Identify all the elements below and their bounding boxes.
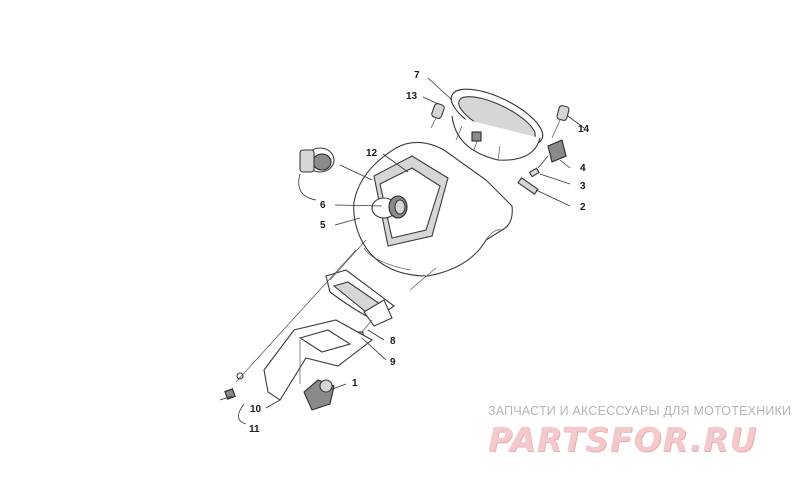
watermark-banner: ЗАПЧАСТИ И АКСЕССУАРЫ ДЛЯ МОТОТЕХНИКИ PA…	[488, 404, 792, 459]
callout-8: 8	[390, 336, 396, 347]
leader-lines	[235, 77, 585, 425]
part-3-fastener	[528, 167, 540, 178]
part-7-instrument-cluster	[450, 88, 544, 161]
watermark-logo: PARTSFOR.RU	[488, 420, 758, 459]
callout-14: 14	[578, 124, 590, 135]
callout-labels: 7 13 14 12 4 3 2 6 5 8 9 1 10 11	[249, 70, 590, 435]
part-1-relay	[303, 379, 335, 411]
part-6-switch	[371, 195, 408, 219]
callout-3: 3	[580, 181, 586, 192]
callout-4: 4	[580, 163, 586, 174]
callout-1: 1	[352, 378, 358, 389]
part-14-bulb-socket	[551, 105, 570, 139]
callout-6: 6	[320, 200, 326, 211]
part-13-bulb-socket	[430, 103, 445, 129]
callout-2: 2	[580, 202, 586, 213]
part-10-support-bracket	[263, 319, 374, 401]
part-2-strip	[517, 177, 539, 195]
part-4-key	[537, 139, 567, 169]
part-11-bolt	[219, 372, 244, 401]
callout-11: 11	[249, 424, 260, 435]
callout-10: 10	[250, 404, 262, 415]
part-8-bracket	[325, 269, 395, 327]
callout-12: 12	[366, 148, 378, 159]
part-5-fairing	[353, 141, 513, 277]
part-socket-left	[299, 147, 335, 173]
callout-5: 5	[320, 220, 326, 231]
callout-7: 7	[414, 70, 420, 81]
callout-13: 13	[406, 91, 418, 102]
watermark-caption: ЗАПЧАСТИ И АКСЕССУАРЫ ДЛЯ МОТОТЕХНИКИ	[488, 404, 792, 418]
callout-9: 9	[390, 357, 396, 368]
